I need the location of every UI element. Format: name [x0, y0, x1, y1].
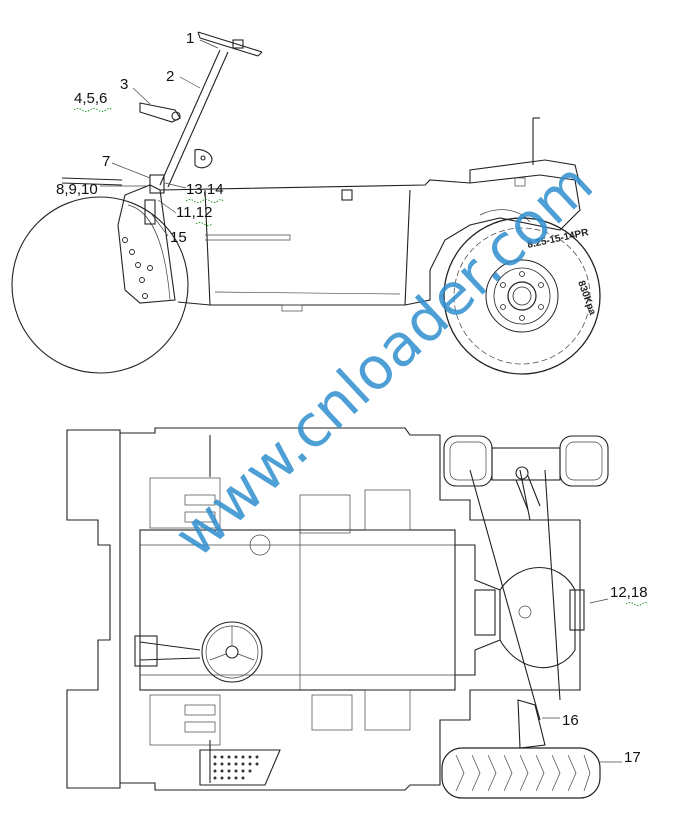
vented-step-plate: [199, 749, 281, 786]
callout-17: 17: [624, 749, 641, 766]
main-frame-body: [159, 174, 581, 306]
operator-compartment: [139, 529, 456, 691]
callout-8-9-10: 8,9,10: [56, 181, 98, 198]
tire-pressure-label: 830Kpa: [575, 279, 598, 317]
callout-13-14: 13,14: [186, 181, 224, 198]
callout-1: 1: [186, 30, 194, 47]
top-steering-wheel: [201, 621, 263, 683]
front-plate: [117, 184, 176, 304]
callout-2: 2: [166, 68, 174, 85]
top-view: 12,18 16 17: [66, 427, 649, 799]
callout-15: 15: [170, 229, 187, 246]
callout-16: 16: [562, 712, 579, 729]
axle-beam: [499, 567, 576, 669]
spare-tire: [441, 747, 601, 799]
rear-tire-outer: [443, 217, 601, 375]
top-rear-wheel-right: [559, 435, 609, 487]
rear-tire-tread-inner: [453, 227, 591, 365]
steering-column: [159, 49, 221, 186]
callout-12-18: 12,18: [610, 584, 648, 601]
rear-rim: [485, 259, 559, 333]
front-drum-outline: [11, 196, 189, 374]
watermark-text: www.cnloader.com: [161, 149, 606, 570]
callout-3: 3: [120, 76, 128, 93]
callout-4-5-6: 4,5,6: [74, 90, 107, 107]
top-leader-lines: [542, 598, 622, 763]
steering-wheel: [197, 31, 263, 57]
callout-11-12: 11,12: [176, 204, 212, 221]
side-leader-lines: [100, 39, 219, 237]
top-frame-outline: [66, 427, 581, 791]
callout-7: 7: [102, 153, 110, 170]
top-rear-wheel-left: [443, 435, 493, 487]
vent-holes: [213, 755, 259, 780]
plate-holes: [122, 237, 153, 299]
